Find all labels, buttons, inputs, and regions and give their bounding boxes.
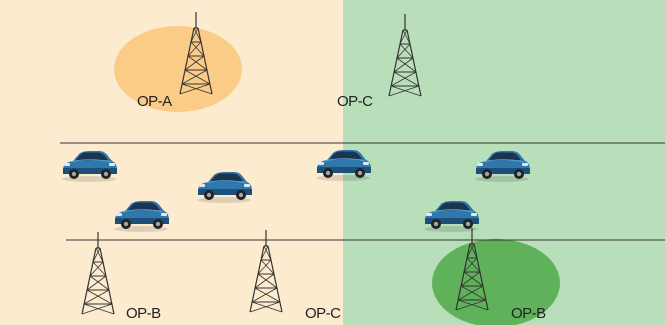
tower-label-op-b-right: OP-B <box>511 305 546 322</box>
tower-label-op-a: OP-A <box>137 93 172 110</box>
tower-label-op-c-bottom: OP-C <box>305 305 341 322</box>
tower-label-op-b-left: OP-B <box>126 305 161 322</box>
op-a-coverage-highlight <box>114 26 242 112</box>
tower-label-op-c-top: OP-C <box>337 93 373 110</box>
op-b-coverage-highlight <box>432 239 560 325</box>
